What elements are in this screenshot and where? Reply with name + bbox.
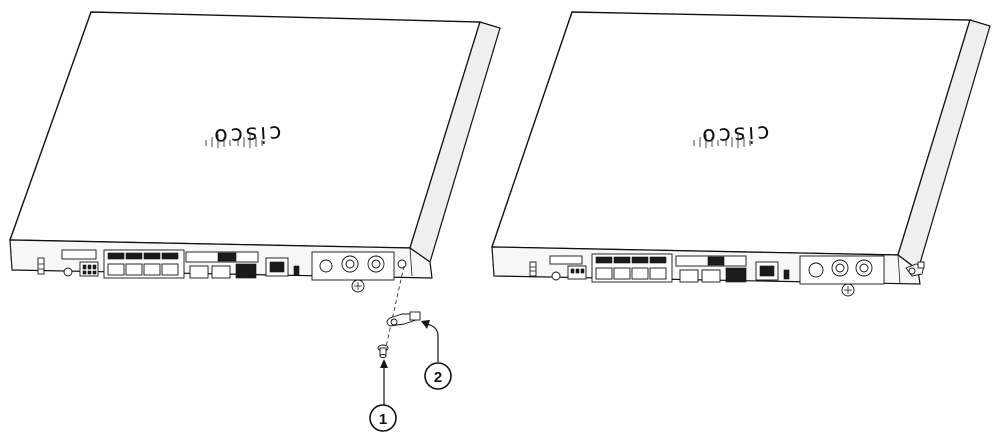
router-right: cisco <box>491 11 991 297</box>
alignment-dashed-line <box>383 265 405 357</box>
front-panel-left <box>37 249 407 293</box>
logo-text: cisco <box>211 120 282 149</box>
callout-2-leader <box>421 320 439 362</box>
cisco-bars-icon <box>205 134 263 148</box>
router-left: cisco <box>9 11 501 432</box>
screw <box>377 344 389 358</box>
ground-lug <box>386 311 421 327</box>
front-panel-right <box>529 253 925 297</box>
callout-1-leader <box>380 359 388 405</box>
callout-2-label: 2 <box>434 369 442 386</box>
callout-1-label: 1 <box>379 411 387 428</box>
logo-text-right: cisco <box>699 120 770 149</box>
cisco-logo: cisco <box>211 120 282 149</box>
callout-2: 2 <box>424 362 452 390</box>
cisco-bars-icon-right <box>693 134 751 148</box>
cisco-logo-right: cisco <box>699 120 770 149</box>
callout-1: 1 <box>369 404 397 432</box>
